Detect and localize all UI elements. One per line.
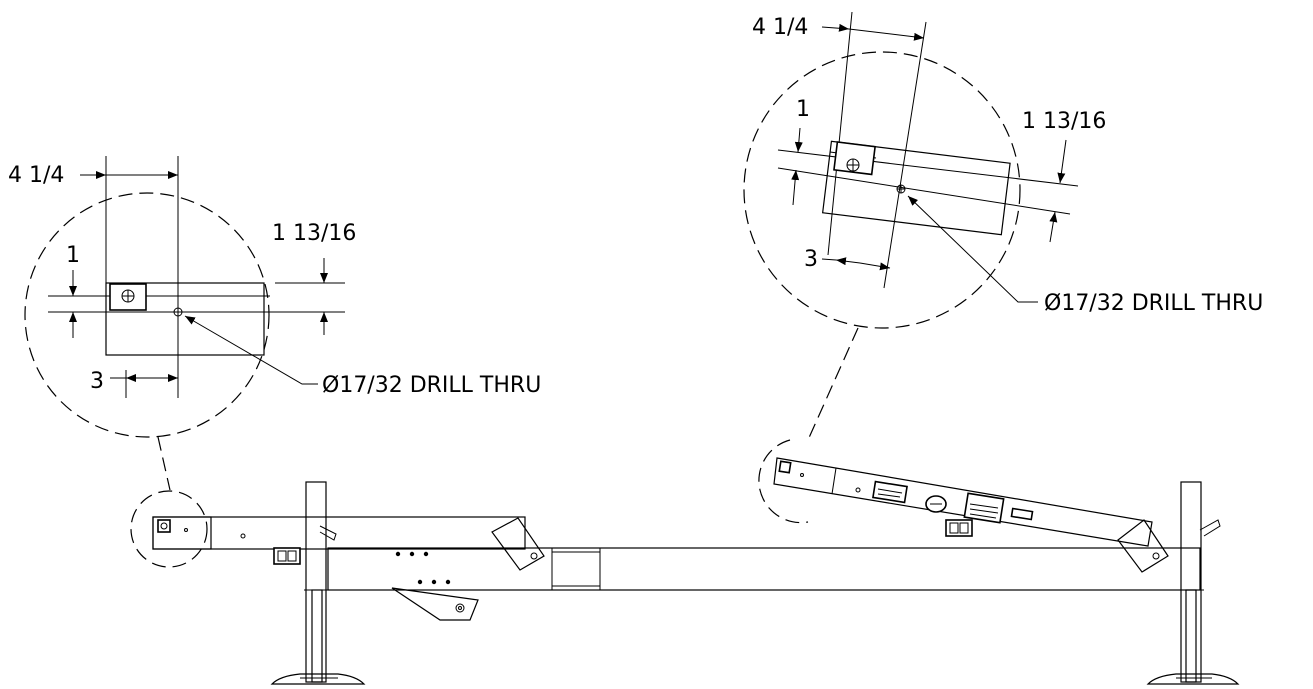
dim-spacing-left: 3 bbox=[90, 369, 104, 394]
dim-top-right: 1 bbox=[796, 97, 810, 122]
dim-height-right: 1 13/16 bbox=[1022, 109, 1106, 134]
detail-circle-left bbox=[24, 192, 270, 438]
dim-spacing-right: 3 bbox=[804, 247, 818, 272]
main-beam bbox=[327, 547, 1201, 591]
machine-assembly bbox=[130, 439, 1240, 685]
dim-top-left: 1 bbox=[66, 243, 80, 268]
drill-note-right: Ø17/32 DRILL THRU bbox=[1044, 291, 1263, 316]
dim-offset-right: 4 1/4 bbox=[752, 15, 808, 40]
detail-left: 4 1/4 1 1 13/16 3 Ø17/32 DRILL THRU bbox=[8, 156, 541, 491]
drill-note-left: Ø17/32 DRILL THRU bbox=[322, 373, 541, 398]
detail-right: 4 1/4 1 1 13/16 3 Ø17/32 DRILL THRU bbox=[743, 11, 1263, 441]
dim-offset-left: 4 1/4 bbox=[8, 163, 64, 188]
detail-circle-right bbox=[743, 51, 1021, 329]
dim-height-left: 1 13/16 bbox=[272, 221, 356, 246]
left-leg bbox=[270, 481, 366, 685]
right-arm bbox=[758, 439, 1221, 573]
right-leg bbox=[1146, 481, 1240, 685]
left-arm bbox=[130, 490, 545, 621]
